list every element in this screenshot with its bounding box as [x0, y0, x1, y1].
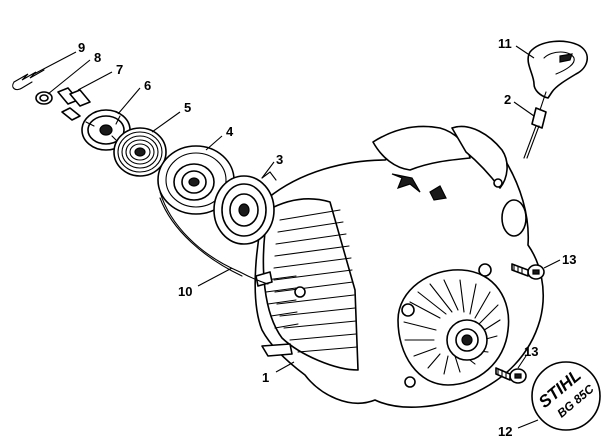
- leader-8: [47, 59, 91, 95]
- washer: [35, 91, 53, 105]
- grille-slats: [273, 209, 358, 353]
- leader-6: [117, 87, 141, 115]
- leader-9: [33, 51, 77, 75]
- leader-11: [515, 45, 535, 59]
- leader-lines: [33, 45, 561, 429]
- callout-10: 10: [178, 284, 192, 299]
- rope-sleeve: [523, 91, 547, 159]
- callout-13-lower: 13: [524, 344, 538, 359]
- callout-labels: 9 8 7 6 5 4 3 10 1 11 2 13 13 12: [78, 36, 576, 439]
- callout-13-upper: 13: [562, 252, 576, 267]
- callout-3: 3: [276, 152, 283, 167]
- leader-4: [205, 135, 223, 151]
- leader-10: [197, 267, 233, 287]
- model-badge: STIHL BG 85C: [531, 361, 601, 431]
- spring-clip: [12, 69, 45, 91]
- leader-2: [513, 101, 535, 117]
- callout-12: 12: [498, 424, 512, 439]
- side-vents: [265, 275, 306, 329]
- fan-housing: [254, 125, 544, 408]
- leader-13a: [543, 259, 561, 269]
- pawls: [57, 87, 91, 121]
- callout-11: 11: [498, 36, 512, 51]
- callout-7: 7: [116, 62, 123, 77]
- rewind-spring: [113, 127, 167, 177]
- callout-8: 8: [94, 50, 101, 65]
- starter-grip: [527, 40, 588, 99]
- leader-5: [151, 111, 181, 133]
- callout-4: 4: [226, 124, 234, 139]
- screw-upper: [511, 263, 545, 280]
- leader-1: [275, 361, 295, 373]
- callout-1: 1: [262, 370, 269, 385]
- spring-housing: [213, 171, 277, 245]
- callout-9: 9: [78, 40, 85, 55]
- leader-3: [261, 161, 275, 179]
- leader-13b: [517, 355, 527, 369]
- leader-7: [77, 71, 113, 91]
- callout-5: 5: [184, 100, 191, 115]
- callout-2: 2: [504, 92, 511, 107]
- starter-rope: [159, 191, 269, 285]
- screw-lower: [495, 367, 527, 384]
- starter-pulley: [157, 145, 235, 215]
- leader-12: [517, 419, 539, 429]
- callout-6: 6: [144, 78, 151, 93]
